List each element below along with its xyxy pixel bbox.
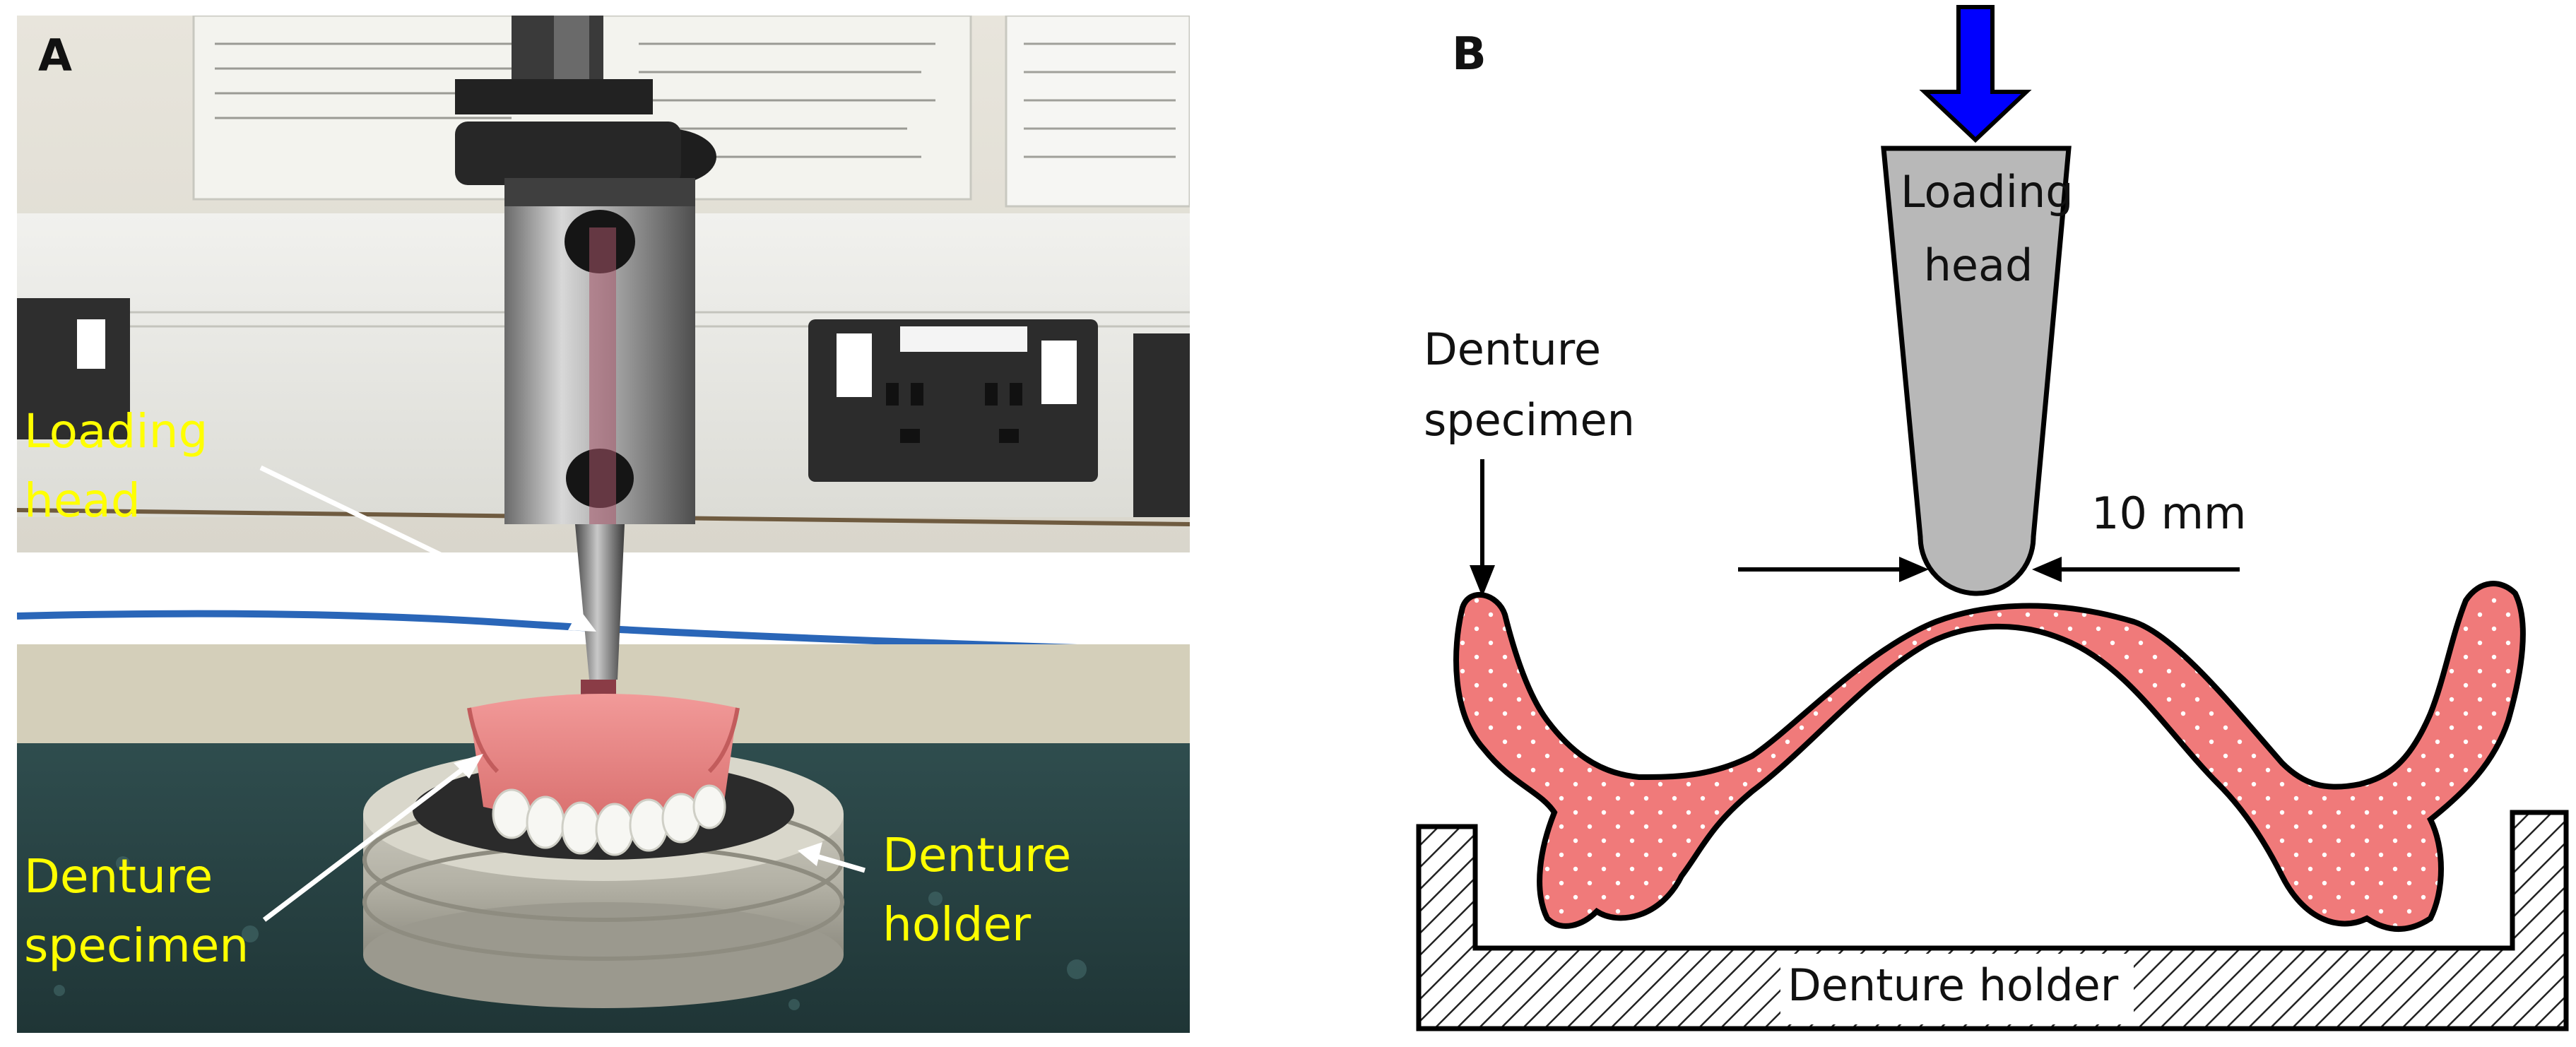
dimension-arrows bbox=[1738, 557, 2240, 582]
label-loading-head: Loading head bbox=[1901, 166, 2074, 291]
wall-socket-right bbox=[808, 319, 1098, 482]
denture-specimen-shape bbox=[1453, 581, 2526, 932]
label-denture-holder: Denture holder bbox=[1788, 959, 2119, 1011]
label-denture-specimen-photo: Denture specimen bbox=[24, 849, 249, 973]
wall-socket-left bbox=[17, 298, 130, 439]
photo-denture-specimen bbox=[467, 694, 740, 856]
photo-arrows bbox=[259, 465, 865, 922]
label-dimension-10mm: 10 mm bbox=[2091, 487, 2247, 539]
schematic-panel-b: B Loading head Denture specimen 10 mm De… bbox=[1385, 0, 2576, 1047]
panel-b-letter: B bbox=[1452, 28, 1487, 81]
denture-holder-shape bbox=[1416, 810, 2569, 1031]
loading-head-shape bbox=[1881, 146, 2072, 596]
label-denture-specimen: Denture specimen bbox=[1424, 324, 1635, 446]
specimen-pointer-arrow bbox=[1470, 459, 1495, 597]
photo-scene bbox=[17, 16, 1190, 1033]
photo-panel-a: A Loading head Denture specimen Denture … bbox=[17, 16, 1190, 1033]
label-denture-holder-photo: Denture holder bbox=[882, 828, 1072, 952]
schematic-drawing bbox=[1416, 5, 2569, 1031]
load-arrow-icon bbox=[1919, 5, 2032, 143]
label-loading-head-photo: Loading head bbox=[24, 404, 208, 528]
panel-a-letter: A bbox=[38, 30, 72, 81]
